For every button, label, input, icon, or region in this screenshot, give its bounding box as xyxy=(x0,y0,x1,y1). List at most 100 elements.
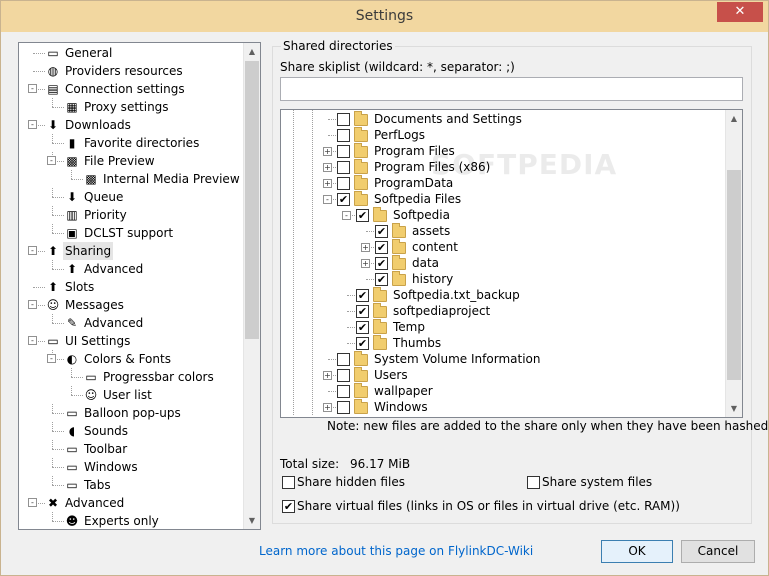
nav-item-downloads[interactable]: -⬇Downloads xyxy=(19,116,243,134)
nav-item-connection-settings[interactable]: -▤Connection settings xyxy=(19,80,243,98)
scroll-up-arrow-icon[interactable]: ▲ xyxy=(730,114,738,123)
nav-item-colors-fonts[interactable]: -◐Colors & Fonts xyxy=(19,350,243,368)
nav-item-dclst-support[interactable]: ▣DCLST support xyxy=(19,224,243,242)
collapse-toggle-icon[interactable]: - xyxy=(28,246,37,255)
folder-share-checkbox[interactable] xyxy=(337,385,350,398)
shared-folder-row[interactable]: ✔history xyxy=(281,271,721,287)
folder-share-checkbox[interactable]: ✔ xyxy=(375,241,388,254)
nav-item-toolbar[interactable]: ▭Toolbar xyxy=(19,440,243,458)
expand-toggle-icon[interactable]: + xyxy=(323,403,332,412)
shared-folder-row[interactable]: Documents and Settings xyxy=(281,111,721,127)
expand-toggle-icon[interactable]: + xyxy=(323,163,332,172)
nav-item-slots[interactable]: ⬆Slots xyxy=(19,278,243,296)
folder-share-checkbox[interactable]: ✔ xyxy=(356,305,369,318)
nav-item-general[interactable]: ▭General xyxy=(19,44,243,62)
collapse-toggle-icon[interactable]: - xyxy=(28,84,37,93)
collapse-toggle-icon[interactable]: - xyxy=(28,498,37,507)
nav-item-experts-only[interactable]: ☻Experts only xyxy=(19,512,243,529)
shared-folder-row[interactable]: +Users xyxy=(281,367,721,383)
nav-item-advanced[interactable]: ⬆Advanced xyxy=(19,260,243,278)
nav-item-proxy-settings[interactable]: ▦Proxy settings xyxy=(19,98,243,116)
scroll-thumb[interactable] xyxy=(245,61,259,339)
settings-nav-tree[interactable]: ▲ ▼ ▭General◍Providers resources-▤Connec… xyxy=(18,42,261,530)
ok-button[interactable]: OK xyxy=(601,540,673,563)
shared-folder-row[interactable]: ✔Temp xyxy=(281,319,721,335)
nav-item-internal-media-preview[interactable]: ▩Internal Media Preview xyxy=(19,170,243,188)
nav-item-balloon-pop-ups[interactable]: ▭Balloon pop-ups xyxy=(19,404,243,422)
folder-share-checkbox[interactable] xyxy=(337,177,350,190)
folder-share-checkbox[interactable] xyxy=(337,401,350,414)
share-hidden-checkbox[interactable] xyxy=(282,476,295,489)
shared-folder-row[interactable]: ✔assets xyxy=(281,223,721,239)
nav-item-windows[interactable]: ▭Windows xyxy=(19,458,243,476)
folder-share-checkbox[interactable]: ✔ xyxy=(337,193,350,206)
nav-item-advanced[interactable]: ✎Advanced xyxy=(19,314,243,332)
shared-folder-row[interactable]: +✔content xyxy=(281,239,721,255)
share-system-checkbox[interactable] xyxy=(527,476,540,489)
folder-share-checkbox[interactable] xyxy=(337,161,350,174)
shared-folder-row[interactable]: System Volume Information xyxy=(281,351,721,367)
expand-toggle-icon[interactable]: + xyxy=(361,259,370,268)
collapse-toggle-icon[interactable]: - xyxy=(323,195,332,204)
folder-share-checkbox[interactable]: ✔ xyxy=(356,289,369,302)
nav-item-favorite-directories[interactable]: ▮Favorite directories xyxy=(19,134,243,152)
wiki-link[interactable]: Learn more about this page on FlylinkDC-… xyxy=(259,544,534,558)
shared-folder-row[interactable]: +Program Files (x86) xyxy=(281,159,721,175)
expand-toggle-icon[interactable]: + xyxy=(323,179,332,188)
nav-item-user-list[interactable]: ☺User list xyxy=(19,386,243,404)
shared-folder-row[interactable]: ✔Softpedia.txt_backup xyxy=(281,287,721,303)
folder-share-checkbox[interactable]: ✔ xyxy=(356,209,369,222)
shared-folder-row[interactable]: PerfLogs xyxy=(281,127,721,143)
nav-item-providers-resources[interactable]: ◍Providers resources xyxy=(19,62,243,80)
folder-share-checkbox[interactable]: ✔ xyxy=(375,273,388,286)
nav-item-ui-settings[interactable]: -▭UI Settings xyxy=(19,332,243,350)
nav-item-queue[interactable]: ⬇Queue xyxy=(19,188,243,206)
folder-share-checkbox[interactable]: ✔ xyxy=(356,337,369,350)
collapse-toggle-icon[interactable]: - xyxy=(28,336,37,345)
expand-toggle-icon[interactable]: + xyxy=(361,243,370,252)
folder-share-checkbox[interactable]: ✔ xyxy=(356,321,369,334)
scroll-up-arrow-icon[interactable]: ▲ xyxy=(248,47,256,56)
folder-share-checkbox[interactable] xyxy=(337,113,350,126)
shared-folder-row[interactable]: +ProgramData xyxy=(281,175,721,191)
scroll-down-arrow-icon[interactable]: ▼ xyxy=(248,516,256,525)
share-virtual-checkbox[interactable]: ✔ xyxy=(282,500,295,513)
folder-share-checkbox[interactable] xyxy=(337,369,350,382)
folder-share-checkbox[interactable]: ✔ xyxy=(375,225,388,238)
expand-toggle-icon[interactable]: + xyxy=(323,371,332,380)
shared-folder-row[interactable]: ✔softpediaproject xyxy=(281,303,721,319)
folder-share-checkbox[interactable]: ✔ xyxy=(375,257,388,270)
shared-folder-row[interactable]: ✔Thumbs xyxy=(281,335,721,351)
cancel-button[interactable]: Cancel xyxy=(681,540,755,563)
shared-folder-row[interactable]: -✔Softpedia Files xyxy=(281,191,721,207)
close-button[interactable]: ✕ xyxy=(717,2,763,22)
nav-item-progressbar-colors[interactable]: ▭Progressbar colors xyxy=(19,368,243,386)
nav-item-advanced[interactable]: -✖Advanced xyxy=(19,494,243,512)
shared-folder-row[interactable]: +✔data xyxy=(281,255,721,271)
scroll-thumb[interactable] xyxy=(727,170,741,380)
nav-item-messages[interactable]: -☺Messages xyxy=(19,296,243,314)
shared-folder-row[interactable]: +Windows xyxy=(281,399,721,415)
folder-share-checkbox[interactable] xyxy=(337,129,350,142)
folder-share-checkbox[interactable] xyxy=(337,353,350,366)
nav-item-sharing[interactable]: -⬆Sharing xyxy=(19,242,243,260)
nav-item-sounds[interactable]: ◖Sounds xyxy=(19,422,243,440)
shared-folder-row[interactable]: +Program Files xyxy=(281,143,721,159)
expand-toggle-icon[interactable]: + xyxy=(323,147,332,156)
skiplist-input[interactable] xyxy=(280,77,743,101)
share-tree-scrollbar[interactable]: ▲ ▼ xyxy=(725,110,742,417)
scroll-down-arrow-icon[interactable]: ▼ xyxy=(730,404,738,413)
nav-item-priority[interactable]: ▥Priority xyxy=(19,206,243,224)
nav-item-file-preview[interactable]: -▩File Preview xyxy=(19,152,243,170)
collapse-toggle-icon[interactable]: - xyxy=(342,211,351,220)
folder-share-checkbox[interactable] xyxy=(337,145,350,158)
collapse-toggle-icon[interactable]: - xyxy=(47,156,56,165)
shared-folder-row[interactable]: -✔Softpedia xyxy=(281,207,721,223)
title-bar[interactable]: Settings ✕ xyxy=(1,1,768,32)
nav-item-tabs[interactable]: ▭Tabs xyxy=(19,476,243,494)
collapse-toggle-icon[interactable]: - xyxy=(47,354,56,363)
collapse-toggle-icon[interactable]: - xyxy=(28,120,37,129)
nav-scrollbar[interactable]: ▲ ▼ xyxy=(243,43,260,529)
shared-folder-row[interactable]: wallpaper xyxy=(281,383,721,399)
